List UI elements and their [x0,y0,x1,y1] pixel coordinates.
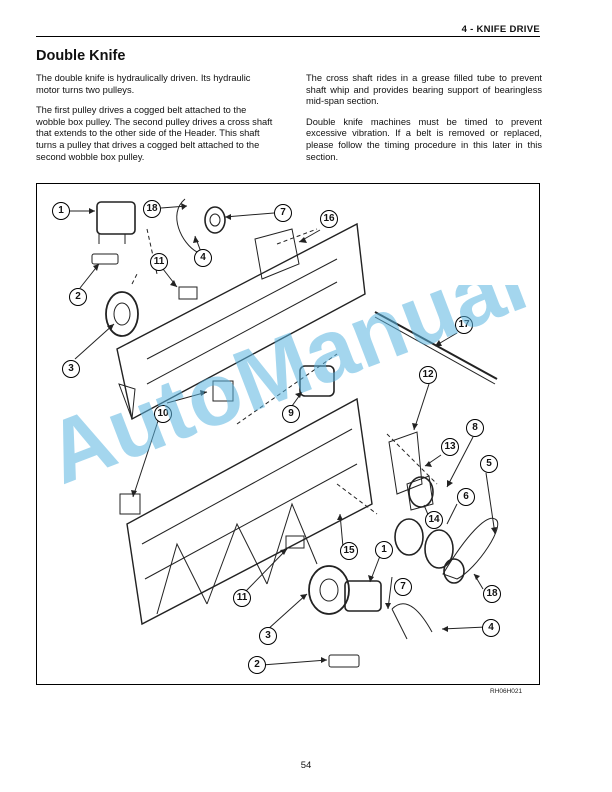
callout-1-lower: 1 [375,541,393,559]
paragraph: The first pulley drives a cogged belt at… [36,105,273,162]
callout-7-lower: 7 [394,578,412,596]
callout-18-upper: 18 [143,200,161,218]
callout-3-upper: 3 [62,360,80,378]
callout-12: 12 [419,366,437,384]
page-number: 54 [300,760,312,771]
paragraph: Double knife machines must be timed to p… [306,116,542,162]
header-rule [36,36,540,37]
callout-1-upper: 1 [52,202,70,220]
callout-14: 14 [425,511,443,529]
callout-7-upper: 7 [274,204,292,222]
callout-18-lower: 18 [483,585,501,603]
section-title: Double Knife [36,48,126,64]
callout-3-lower: 3 [259,627,277,645]
right-column: The cross shaft rides in a grease filled… [306,73,542,172]
header-title: 4 - KNIFE DRIVE [461,24,540,35]
callout-9: 9 [282,405,300,423]
callout-2-lower: 2 [248,656,266,674]
callout-10: 10 [154,405,172,423]
callout-11-upper: 11 [150,253,168,271]
callout-11-lower: 11 [233,589,251,607]
callout-2-upper: 2 [69,288,87,306]
left-column: The double knife is hydraulically driven… [36,73,274,172]
callout-5: 5 [480,455,498,473]
callout-17: 17 [455,316,473,334]
callout-4-upper: 4 [194,249,212,267]
callout-4-lower: 4 [482,619,500,637]
callout-13: 13 [441,438,459,456]
exploded-view-figure: 1 18 7 16 4 11 2 3 17 12 9 10 13 8 5 14 … [36,183,540,685]
callout-8: 8 [466,419,484,437]
paragraph: The double knife is hydraulically driven… [36,73,251,95]
paragraph: The cross shaft rides in a grease filled… [306,73,542,107]
callout-6: 6 [457,488,475,506]
callout-16: 16 [320,210,338,228]
callout-15: 15 [340,542,358,560]
figure-code: RH06H021 [490,688,523,695]
exploded-view-drawing [70,198,499,668]
